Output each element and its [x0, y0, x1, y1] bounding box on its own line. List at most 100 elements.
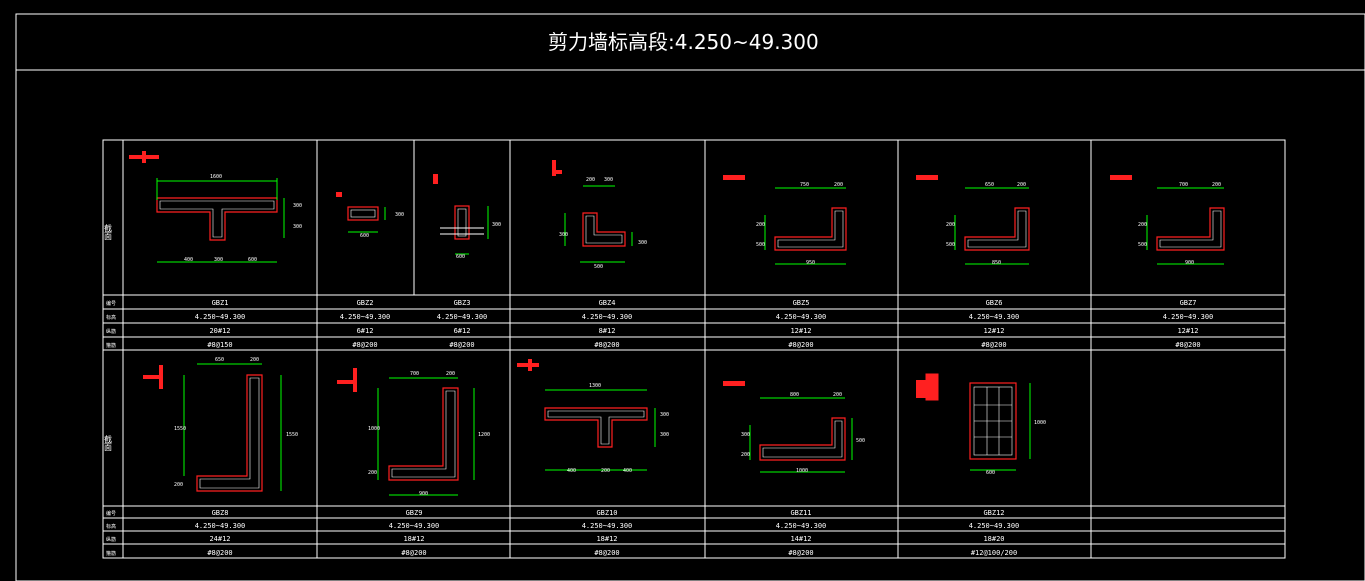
dim-label: 600 — [986, 470, 995, 476]
table-row1-grid — [102, 139, 1286, 351]
rebar-symbol-icon — [517, 359, 539, 371]
dim-label: 200 — [756, 222, 765, 228]
section-gbz11: 800 200 300 200 500 1000 — [723, 381, 865, 474]
dim-label: 1000 — [368, 426, 380, 432]
cell-stirrup: #8@200 — [981, 341, 1006, 349]
cell-elevation: 4.250~49.300 — [340, 313, 391, 321]
label-name: 编号 — [106, 300, 116, 307]
cell-longitudinal: 18#12 — [403, 535, 424, 543]
dim-label: 200 — [601, 468, 610, 474]
dim-label: 1000 — [796, 468, 808, 474]
cell-longitudinal: 24#12 — [209, 535, 230, 543]
dim-label: 400 — [623, 468, 632, 474]
dim-label: 500 — [946, 242, 955, 248]
cell-elevation: 4.250~49.300 — [1163, 313, 1214, 321]
dim-label: 500 — [1138, 242, 1147, 248]
label-section: 截面 — [104, 223, 113, 241]
cell-stirrup: #8@200 — [352, 341, 377, 349]
dim-label: 500 — [856, 438, 865, 444]
cell-id: GBZ1 — [212, 299, 229, 307]
cell-elevation: 4.250~49.300 — [437, 313, 488, 321]
cell-longitudinal: 12#12 — [1177, 327, 1198, 335]
cell-longitudinal: 18#12 — [596, 535, 617, 543]
cell-stirrup: #8@200 — [594, 549, 619, 557]
rebar-symbol-icon — [723, 175, 745, 180]
cell-id: GBZ5 — [793, 299, 810, 307]
cell-longitudinal: 12#12 — [790, 327, 811, 335]
dim-label: 800 — [790, 392, 799, 398]
dim-label: 200 — [368, 470, 377, 476]
rebar-symbol-icon — [337, 368, 357, 392]
cell-stirrup: #8@150 — [207, 341, 232, 349]
dim-label: 300 — [604, 177, 613, 183]
rebar-symbol-icon — [916, 373, 939, 401]
cell-stirrup: #8@200 — [401, 549, 426, 557]
cell-elevation: 4.250~49.300 — [776, 522, 827, 530]
dim-label: 200 — [174, 482, 183, 488]
cell-stirrup: #8@200 — [594, 341, 619, 349]
cell-longitudinal: 6#12 — [454, 327, 471, 335]
cell-id: GBZ11 — [790, 509, 811, 517]
cell-id: GBZ4 — [599, 299, 616, 307]
label-stirrup: 箍筋 — [106, 342, 116, 349]
dim-label: 200 — [946, 222, 955, 228]
dim-label: 950 — [806, 260, 815, 266]
row-labels-table1: 截面 编号 标高 纵筋 箍筋 — [104, 223, 117, 349]
dim-label: 200 — [446, 371, 455, 377]
section-gbz1: 1600 300 300 400 300 600 — [129, 151, 302, 263]
rebar-symbol-icon — [552, 160, 562, 176]
cell-longitudinal: 18#20 — [983, 535, 1004, 543]
dim-label: 300 — [395, 212, 404, 218]
table1-cells: GBZ1 4.250~49.300 20#12 #8@150 GBZ2 4.25… — [195, 299, 1214, 349]
cell-elevation: 4.250~49.300 — [389, 522, 440, 530]
drawing-frame — [15, 13, 1365, 581]
dim-label: 1550 — [286, 432, 298, 438]
cell-id: GBZ7 — [1180, 299, 1197, 307]
rebar-symbol-icon — [1110, 175, 1132, 180]
section-gbz9: 700 200 1000 200 1200 900 — [337, 368, 490, 497]
label-name-2: 编号 — [106, 510, 116, 517]
dim-label: 200 — [1212, 182, 1221, 188]
rebar-symbol-icon — [723, 381, 745, 386]
section-gbz6: 650 200 200 500 850 — [916, 175, 1030, 266]
section-gbz10: 1300 300 300 400 200 400 — [517, 359, 669, 474]
dim-label: 500 — [594, 264, 603, 270]
cell-id: GBZ8 — [212, 509, 229, 517]
section-gbz8: 650 200 1550 200 1550 — [143, 357, 298, 492]
row-labels-table2: 截面 编号 标高 纵筋 箍筋 — [104, 434, 117, 557]
cell-stirrup: #12@100/200 — [971, 549, 1017, 557]
section-gbz3: 300 600 — [433, 174, 501, 260]
cell-elevation: 4.250~49.300 — [776, 313, 827, 321]
cell-id: GBZ3 — [454, 299, 471, 307]
cell-longitudinal: 14#12 — [790, 535, 811, 543]
dim-label: 650 — [985, 182, 994, 188]
dim-label: 300 — [741, 432, 750, 438]
cell-longitudinal: 6#12 — [357, 327, 374, 335]
drawing-title: 剪力墙标高段:4.250~49.300 — [548, 30, 819, 54]
rebar-symbol-icon — [433, 174, 438, 184]
dim-label: 600 — [248, 257, 257, 263]
dim-label: 300 — [492, 222, 501, 228]
dim-label: 300 — [559, 232, 568, 238]
cell-longitudinal: 20#12 — [209, 327, 230, 335]
section-gbz4: 200 300 500 300 300 — [552, 160, 647, 270]
label-section-2: 截面 — [104, 434, 113, 452]
rebar-symbol-icon — [129, 151, 159, 163]
dim-label: 200 — [833, 392, 842, 398]
rebar-symbol-icon — [916, 175, 938, 180]
cell-stirrup: #8@200 — [449, 341, 474, 349]
label-stirrup-2: 箍筋 — [106, 550, 116, 557]
cell-id: GBZ6 — [986, 299, 1003, 307]
dim-label: 1550 — [174, 426, 186, 432]
label-longitudinal-2: 纵筋 — [106, 536, 116, 543]
dim-label: 1300 — [589, 383, 601, 389]
dim-label: 650 — [215, 357, 224, 363]
dim-label: 200 — [834, 182, 843, 188]
dim-label: 300 — [660, 412, 669, 418]
dim-label: 400 — [184, 257, 193, 263]
dim-label: 300 — [293, 203, 302, 209]
cell-elevation: 4.250~49.300 — [195, 313, 246, 321]
cell-elevation: 4.250~49.300 — [195, 522, 246, 530]
cell-id: GBZ10 — [596, 509, 617, 517]
